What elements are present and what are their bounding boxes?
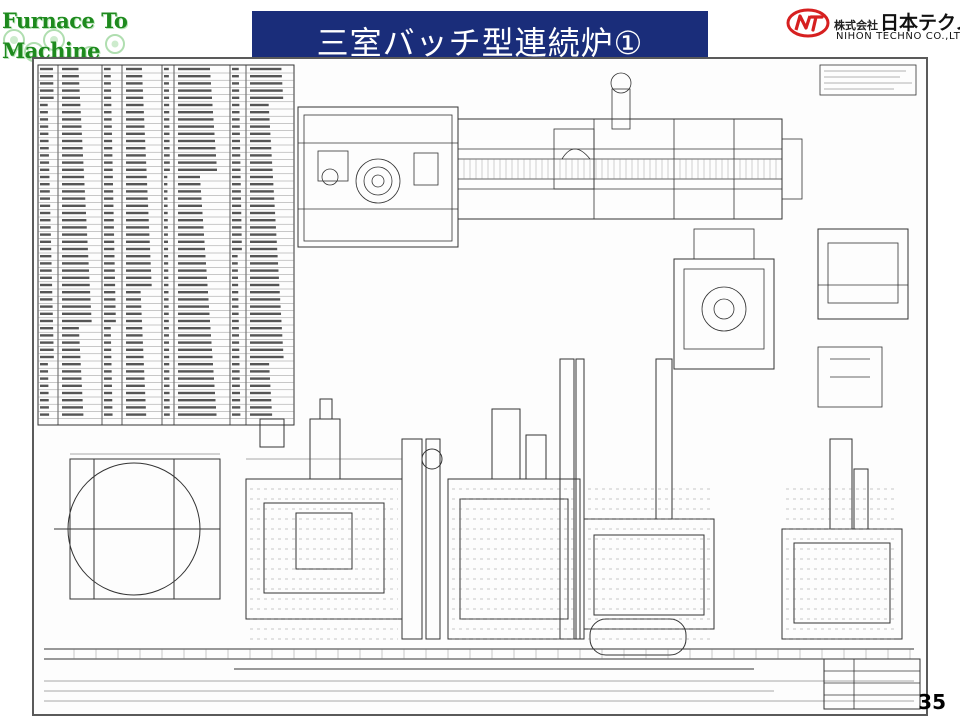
furnace-blueprint [37, 64, 921, 710]
title-block [823, 658, 921, 710]
logo-line-1: Furnace To [2, 8, 128, 33]
elevation-view [44, 358, 914, 670]
technical-drawing [32, 57, 928, 716]
notes-block [819, 64, 917, 96]
side-view-lower-furnace [673, 228, 775, 370]
company-name-prefix: 株式会社 [834, 19, 878, 32]
page-number: 35 [918, 690, 946, 714]
company-name-jp: 株式会社日本テクノ [834, 8, 960, 35]
company-logo: 株式会社日本テクノ NIHON TECHNO CO.,LTD. [786, 6, 960, 46]
company-name-en: NIHON TECHNO CO.,LTD. [836, 31, 960, 42]
parts-list-table [37, 64, 295, 426]
plan-view [297, 72, 803, 248]
section-view-right [817, 228, 909, 408]
slide-title-text: 三室バッチ型連続炉① [316, 24, 644, 62]
company-name-main: 日本テクノ [880, 12, 960, 34]
nt-emblem-icon [786, 8, 830, 38]
